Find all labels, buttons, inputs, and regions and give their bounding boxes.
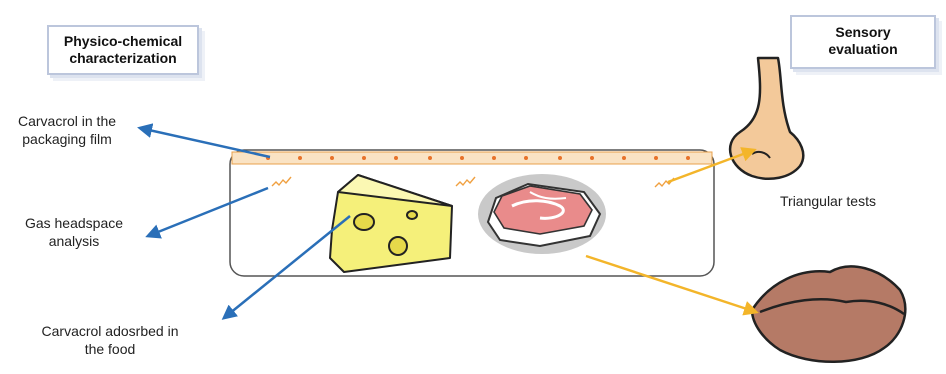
label-carvacrol-food: Carvacrol adosrbed in the food: [30, 322, 190, 358]
gas-line1: Gas headspace: [10, 214, 138, 232]
meat-icon: [478, 174, 606, 254]
nose-icon: [730, 58, 803, 179]
gas-line2: analysis: [10, 232, 138, 250]
food-line2: the food: [30, 340, 190, 358]
label-carvacrol-film: Carvacrol in the packaging film: [6, 112, 128, 148]
label-triangular-tests: Triangular tests: [780, 192, 902, 210]
lips-icon: [752, 266, 905, 361]
packaging-film: [232, 152, 712, 164]
package-tray: [230, 150, 714, 276]
food-line1: Carvacrol adosrbed in: [30, 322, 190, 340]
film-line2: packaging film: [6, 130, 128, 148]
film-line1: Carvacrol in the: [6, 112, 128, 130]
label-gas-headspace: Gas headspace analysis: [10, 214, 138, 250]
